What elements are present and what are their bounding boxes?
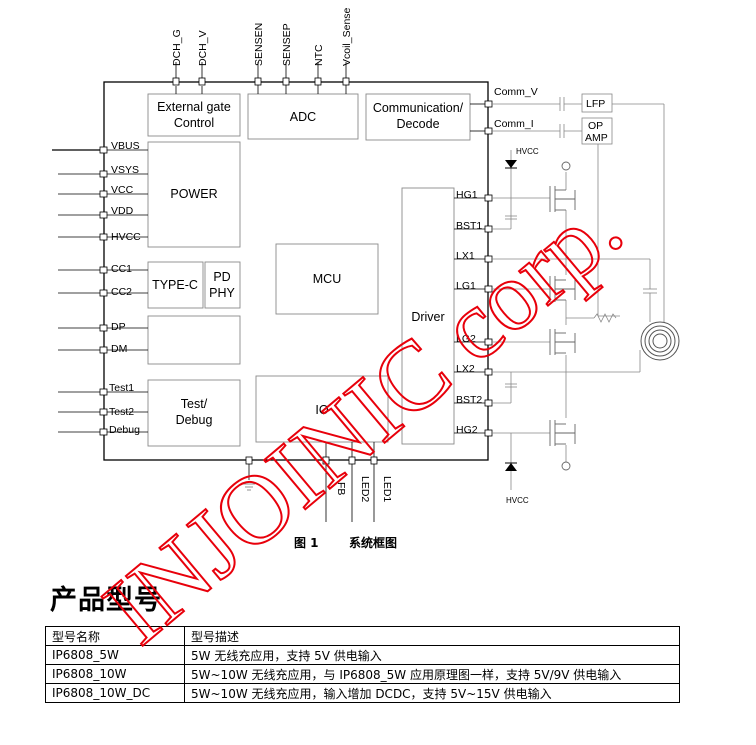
- ground-symbol: [243, 483, 255, 491]
- model-table: 型号名称 型号描述 IP6808_5W 5W 无线充应用，支持 5V 供电输入 …: [45, 626, 680, 703]
- pin-led2: LED2: [359, 476, 371, 502]
- phy-label: PHY: [209, 286, 235, 300]
- pin-lg1: LG1: [456, 280, 476, 292]
- pin-test2: Test2: [109, 406, 134, 418]
- mcu-block: [275, 243, 379, 315]
- communication-decode-block: [365, 93, 471, 141]
- ext-gate-label-2: Control: [174, 116, 214, 130]
- hvcc-bottom-label: HVCC: [506, 496, 529, 505]
- pin-bst2: BST2: [456, 394, 482, 406]
- typec-label: TYPE-C: [152, 278, 198, 292]
- pin-hg2: HG2: [456, 424, 478, 436]
- pin-comm-i: Comm_I: [494, 118, 534, 130]
- pin-vcoil-sense: Vcoil_Sense: [341, 7, 353, 66]
- io-label: IO: [315, 403, 328, 417]
- amp-label: AMP: [585, 132, 608, 144]
- op-amp-box: [581, 117, 613, 145]
- ext-gate-label-1: External gate: [157, 100, 231, 114]
- lfp-label: LFP: [586, 98, 605, 110]
- figure-caption: 系统框图: [349, 536, 398, 550]
- pin-dch-g: DCH_G: [171, 29, 183, 66]
- pin-fb: FB: [335, 482, 347, 495]
- lfp-box: [581, 93, 613, 113]
- system-block-diagram: External gate Control ADC Communication/…: [52, 7, 680, 522]
- power-block: [147, 141, 241, 248]
- hvcc-top-label: HVCC: [516, 147, 539, 156]
- typec-block: [147, 261, 204, 309]
- model-name-cell: IP6808_5W: [45, 645, 185, 665]
- pin-sensen: SENSEN: [253, 23, 265, 66]
- adc-label: ADC: [290, 110, 316, 124]
- model-name-cell: IP6808_10W_DC: [45, 683, 185, 703]
- dp-dm-block: [147, 315, 241, 365]
- debug-label: Debug: [176, 413, 213, 427]
- pin-debug: Debug: [109, 424, 140, 436]
- adc-block: [247, 93, 359, 140]
- pin-vdd: VDD: [111, 205, 134, 217]
- pin-hg1: HG1: [456, 189, 478, 201]
- header-model-name: 型号名称: [45, 626, 185, 646]
- driver-label: Driver: [411, 310, 444, 324]
- pd-phy-block: [204, 261, 241, 309]
- comm-label-1: Communication/: [373, 101, 464, 115]
- diode-top: [505, 160, 517, 168]
- section-title: 产品型号: [50, 585, 162, 616]
- model-desc-cell: 5W 无线充应用，支持 5V 供电输入: [184, 645, 680, 665]
- test-label: Test/: [181, 397, 208, 411]
- pin-dm: DM: [111, 343, 127, 355]
- pd-label: PD: [213, 270, 230, 284]
- pin-bst1: BST1: [456, 220, 482, 232]
- pin-cc2: CC2: [111, 286, 132, 298]
- pin-test1: Test1: [109, 382, 134, 394]
- table-row: IP6808_10W_DC 5W~10W 无线充应用，输入增加 DCDC，支持 …: [45, 683, 680, 703]
- pin-sensep: SENSEP: [281, 23, 293, 66]
- model-desc-cell: 5W~10W 无线充应用，输入增加 DCDC，支持 5V~15V 供电输入: [184, 683, 680, 703]
- test-debug-block: [147, 379, 241, 447]
- pin-cc1: CC1: [111, 263, 132, 275]
- diode-bottom: [505, 463, 517, 471]
- pin-ntc: NTC: [313, 44, 325, 66]
- pin-vbus: VBUS: [111, 140, 140, 152]
- top-rail-node: [561, 161, 571, 171]
- pin-dp: DP: [111, 321, 126, 333]
- coil-icon: [640, 321, 680, 361]
- comm-label-2: Decode: [396, 117, 439, 131]
- bottom-rail-node: [561, 461, 571, 471]
- ext-gate-control-block: [147, 93, 241, 137]
- driver-block: [401, 187, 455, 445]
- table-header-row: 型号名称 型号描述: [45, 626, 680, 646]
- table-row: IP6808_10W 5W~10W 无线充应用，与 IP6808_5W 应用原理…: [45, 664, 680, 684]
- header-model-desc: 型号描述: [184, 626, 680, 646]
- pin-lx2: LX2: [456, 363, 475, 375]
- pin-comm-v: Comm_V: [494, 86, 538, 98]
- pin-led1: LED1: [381, 476, 393, 502]
- pin-vcc: VCC: [111, 184, 134, 196]
- pin-vsys: VSYS: [111, 164, 139, 176]
- mcu-label: MCU: [313, 272, 341, 286]
- model-desc-cell: 5W~10W 无线充应用，与 IP6808_5W 应用原理图一样，支持 5V/9…: [184, 664, 680, 684]
- pin-dch-v: DCH_V: [197, 30, 209, 66]
- io-block: [255, 375, 389, 443]
- op-label: OP: [588, 120, 603, 132]
- model-name-cell: IP6808_10W: [45, 664, 185, 684]
- pin-lx1: LX1: [456, 250, 475, 262]
- power-label: POWER: [170, 187, 217, 201]
- figure-number: 图 1: [294, 536, 319, 550]
- pin-lg2: LG2: [456, 333, 476, 345]
- pin-hvcc: HVCC: [111, 231, 141, 243]
- table-row: IP6808_5W 5W 无线充应用，支持 5V 供电输入: [45, 645, 680, 665]
